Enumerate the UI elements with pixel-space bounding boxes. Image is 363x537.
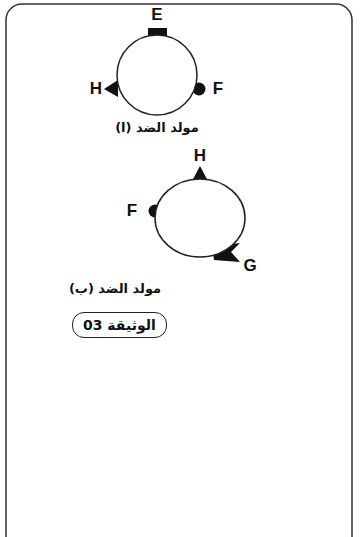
h-site-symbol bbox=[104, 80, 118, 97]
antigen-caption: مولد الضد (ب) bbox=[69, 281, 161, 296]
site-letter: H bbox=[194, 146, 206, 166]
antigen-shape: مولد الضد (ا) bbox=[116, 34, 198, 116]
antigen-caption: مولد الضد (ا) bbox=[115, 120, 199, 135]
antigen-outline bbox=[116, 34, 198, 116]
document-number: الوثيقة 03 bbox=[83, 317, 156, 333]
document-badge: الوثيقة 03 bbox=[72, 312, 167, 338]
site-letter: E bbox=[151, 5, 162, 25]
antigen-shape: مولد الضد (ب) bbox=[154, 178, 246, 258]
site-letter: H bbox=[90, 79, 102, 99]
site-letter: F bbox=[127, 201, 137, 221]
site-letter: G bbox=[243, 256, 256, 276]
antigen-outline bbox=[154, 178, 246, 258]
frame bbox=[6, 4, 352, 537]
site-letter: F bbox=[213, 79, 223, 99]
